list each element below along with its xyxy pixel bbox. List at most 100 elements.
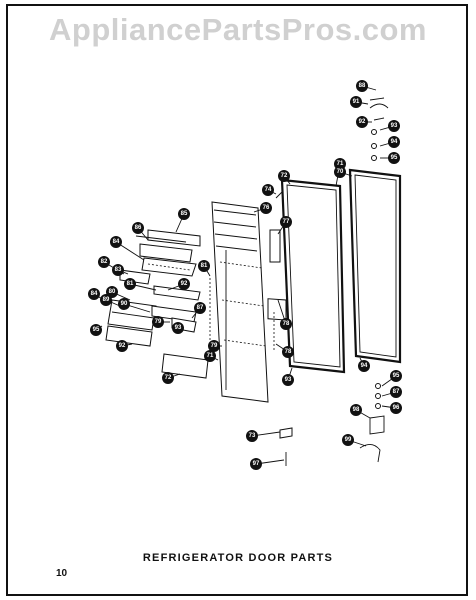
callout-89: 89 bbox=[100, 294, 121, 307]
svg-text:79: 79 bbox=[155, 319, 162, 325]
callout-97: 97 bbox=[250, 458, 285, 470]
callout-95: 95 bbox=[380, 152, 400, 164]
callout-93: 93 bbox=[282, 367, 294, 386]
svg-text:84: 84 bbox=[113, 239, 120, 245]
page-number: 10 bbox=[56, 568, 68, 579]
door-gasket-71 bbox=[280, 178, 346, 374]
svg-text:88: 88 bbox=[359, 83, 366, 89]
callout-76: 76 bbox=[253, 202, 272, 214]
callout-91: 91 bbox=[350, 96, 369, 108]
hinge bbox=[369, 103, 389, 109]
callout-98: 98 bbox=[350, 404, 371, 419]
callout-87: 87 bbox=[381, 386, 402, 398]
washer-c bbox=[371, 155, 377, 161]
svg-text:93: 93 bbox=[285, 377, 292, 383]
callout-81: 81 bbox=[124, 278, 157, 291]
svg-text:90: 90 bbox=[121, 301, 128, 307]
svg-text:93: 93 bbox=[175, 325, 182, 331]
callout-72: 72 bbox=[162, 372, 181, 384]
callout-99: 99 bbox=[342, 434, 367, 447]
svg-text:71: 71 bbox=[207, 353, 214, 359]
bin-92 bbox=[107, 299, 157, 331]
callout-92: 92 bbox=[116, 340, 133, 352]
callout-72: 72 bbox=[278, 170, 291, 185]
egg-tray-84 bbox=[141, 257, 197, 277]
callout-87: 87 bbox=[191, 302, 206, 319]
svg-text:92: 92 bbox=[119, 343, 126, 349]
callout-86: 86 bbox=[132, 222, 149, 241]
washer-a bbox=[371, 129, 377, 135]
callout-93: 93 bbox=[172, 322, 184, 334]
svg-text:92: 92 bbox=[359, 119, 366, 125]
svg-text:95: 95 bbox=[391, 155, 398, 161]
door-gasket-70 bbox=[348, 168, 402, 364]
hinge-spring bbox=[359, 444, 381, 463]
svg-text:92: 92 bbox=[181, 281, 188, 287]
callout-78: 78 bbox=[275, 343, 294, 358]
washer-d bbox=[375, 383, 381, 389]
door-liner-76 bbox=[211, 201, 269, 403]
svg-text:79: 79 bbox=[211, 343, 218, 349]
callout-92: 92 bbox=[356, 116, 372, 128]
svg-text:94: 94 bbox=[391, 139, 398, 145]
svg-text:95: 95 bbox=[393, 373, 400, 379]
svg-text:82: 82 bbox=[101, 259, 108, 265]
diagram-caption: REFRIGERATOR DOOR PARTS bbox=[142, 552, 334, 564]
svg-text:73: 73 bbox=[249, 433, 256, 439]
callout-77: 77 bbox=[277, 216, 292, 235]
svg-text:89: 89 bbox=[103, 297, 110, 303]
callout-94: 94 bbox=[358, 357, 370, 372]
shelf-86 bbox=[135, 235, 193, 263]
svg-text:78: 78 bbox=[283, 321, 290, 327]
svg-text:97: 97 bbox=[253, 461, 260, 467]
washer-e bbox=[375, 393, 381, 399]
page-border bbox=[6, 4, 468, 596]
callout-94: 94 bbox=[379, 136, 400, 148]
svg-text:70: 70 bbox=[337, 169, 344, 175]
svg-text:91: 91 bbox=[353, 99, 360, 105]
callout-73: 73 bbox=[246, 430, 281, 442]
svg-text:99: 99 bbox=[345, 437, 352, 443]
svg-text:98: 98 bbox=[353, 407, 360, 413]
svg-text:95: 95 bbox=[93, 327, 100, 333]
plate-78 bbox=[267, 298, 287, 321]
callout-95: 95 bbox=[90, 324, 103, 336]
callout-90: 90 bbox=[118, 298, 151, 313]
callout-74: 74 bbox=[262, 184, 277, 196]
svg-text:85: 85 bbox=[181, 211, 188, 217]
bottom-hinge bbox=[369, 415, 385, 435]
callout-88: 88 bbox=[356, 80, 377, 92]
callout-83: 83 bbox=[112, 264, 129, 276]
washer-f bbox=[375, 403, 381, 409]
svg-text:83: 83 bbox=[115, 267, 122, 273]
svg-text:81: 81 bbox=[201, 263, 208, 269]
shelf-85 bbox=[147, 229, 201, 247]
svg-text:78: 78 bbox=[285, 349, 292, 355]
breaker-strip-77 bbox=[269, 229, 281, 263]
hinge-pin bbox=[369, 97, 385, 101]
svg-text:71: 71 bbox=[337, 161, 344, 167]
clip-73 bbox=[279, 427, 293, 439]
callout-92: 92 bbox=[167, 278, 190, 291]
svg-text:93: 93 bbox=[391, 123, 398, 129]
callout-71: 71 bbox=[204, 350, 219, 362]
callout-95: 95 bbox=[381, 370, 402, 387]
callout-93: 93 bbox=[379, 120, 400, 132]
svg-text:72: 72 bbox=[165, 375, 172, 381]
callout-78: 78 bbox=[277, 299, 292, 330]
screw-74 bbox=[275, 191, 283, 199]
callout-79: 79 bbox=[152, 316, 170, 328]
svg-text:94: 94 bbox=[361, 363, 368, 369]
svg-text:80: 80 bbox=[109, 289, 116, 295]
callout-84: 84 bbox=[110, 236, 145, 261]
svg-text:81: 81 bbox=[127, 281, 134, 287]
svg-text:96: 96 bbox=[393, 405, 400, 411]
bushing bbox=[373, 117, 385, 121]
callout-96: 96 bbox=[381, 402, 402, 414]
svg-text:72: 72 bbox=[281, 173, 288, 179]
bin-93 bbox=[105, 325, 153, 347]
svg-text:87: 87 bbox=[197, 305, 204, 311]
svg-text:74: 74 bbox=[265, 187, 272, 193]
